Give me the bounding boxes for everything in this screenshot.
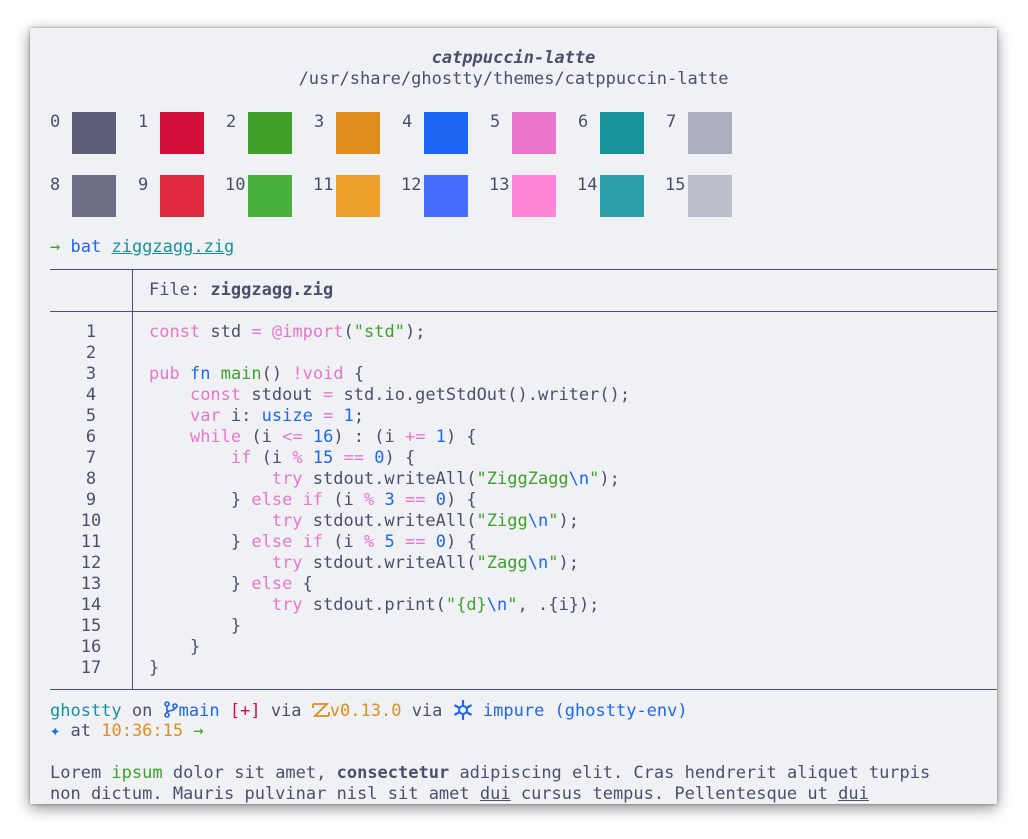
line-number: 9 <box>85 490 97 510</box>
palette-swatch-11 <box>336 175 380 217</box>
theme-path: /usr/share/ghostty/themes/catppuccin-lat… <box>298 69 729 89</box>
palette-index-6: 6 <box>578 112 589 132</box>
palette-index-11: 11 <box>313 175 334 195</box>
palette-index-12: 12 <box>401 175 422 195</box>
theme-name: catppuccin-latte <box>431 48 596 68</box>
palette-swatch-6 <box>600 112 644 154</box>
palette-swatch-13 <box>512 175 556 217</box>
command-file-arg[interactable]: ziggzagg.zig <box>111 237 235 257</box>
code-line: } else if (i % 5 == 0) { <box>149 532 477 552</box>
zig-icon <box>311 703 330 717</box>
line-number: 11 <box>80 532 102 552</box>
line-number: 12 <box>80 553 102 573</box>
code-line: const stdout = std.io.getStdOut().writer… <box>189 385 631 405</box>
palette-swatch-0 <box>72 112 116 154</box>
code-line: try stdout.writeAll("ZiggZagg\n"); <box>271 469 620 489</box>
line-number: 13 <box>80 574 102 594</box>
palette-swatch-15 <box>688 175 732 217</box>
palette-swatch-2 <box>248 112 292 154</box>
line-number: 15 <box>80 616 102 636</box>
palette-swatch-14 <box>600 175 644 217</box>
palette-index-10: 10 <box>225 175 246 195</box>
shell-prompt-time: ✦ at 10:36:15 → <box>50 721 204 741</box>
palette-index-3: 3 <box>314 112 325 132</box>
line-number: 17 <box>80 658 102 678</box>
palette-swatch-10 <box>248 175 292 217</box>
line-number: 7 <box>85 448 97 468</box>
palette-swatch-3 <box>336 112 380 154</box>
line-number: 8 <box>85 469 97 489</box>
prompt-time: 10:36:15 <box>101 721 184 741</box>
bat-top-rule <box>50 269 997 270</box>
palette-index-8: 8 <box>50 175 61 195</box>
line-number: 4 <box>85 385 97 405</box>
prompt-arrow-icon: → <box>50 237 61 257</box>
palette-swatch-7 <box>688 112 732 154</box>
palette-index-9: 9 <box>138 175 149 195</box>
code-line: const std = @import("std"); <box>149 322 426 342</box>
palette-swatch-1 <box>160 112 204 154</box>
code-line: try stdout.writeAll("Zigg\n"); <box>271 511 579 531</box>
star-icon: ✦ <box>50 721 61 741</box>
code-line: pub fn main() !void { <box>149 364 365 384</box>
code-line: } <box>149 637 201 657</box>
line-number: 16 <box>80 637 102 657</box>
bat-file-name: ziggzagg.zig <box>210 280 334 300</box>
palette-index-7: 7 <box>666 112 677 132</box>
nix-shell: impure (ghostty-env) <box>482 701 688 721</box>
code-line: try stdout.writeAll("Zagg\n"); <box>271 553 579 573</box>
line-number: 10 <box>80 511 102 531</box>
line-number: 6 <box>85 427 97 447</box>
branch-icon <box>163 701 178 718</box>
terminal-window[interactable]: catppuccin-latte /usr/share/ghostty/them… <box>30 28 997 804</box>
bat-header-rule <box>50 311 997 312</box>
palette-index-2: 2 <box>226 112 237 132</box>
palette-index-13: 13 <box>489 175 510 195</box>
code-line: var i: usize = 1; <box>189 406 365 426</box>
line-number: 2 <box>85 343 97 363</box>
palette-swatch-12 <box>424 175 468 217</box>
code-line: } <box>149 658 160 678</box>
palette-index-1: 1 <box>138 112 149 132</box>
palette-swatch-5 <box>512 112 556 154</box>
git-changes: [+] <box>229 701 261 721</box>
prompt-dir: ghostty <box>50 701 122 721</box>
bat-file-header: File: ziggzagg.zig <box>149 280 334 300</box>
git-branch: main <box>178 701 220 721</box>
code-line: } else { <box>149 574 313 594</box>
palette-index-4: 4 <box>402 112 413 132</box>
code-line: while (i <= 16) : (i += 1) { <box>189 427 477 447</box>
palette-index-0: 0 <box>50 112 61 132</box>
code-line: } <box>149 616 242 636</box>
line-number: 3 <box>85 364 97 384</box>
lorem-line-1: Lorem ipsum dolor sit amet, consectetur … <box>50 763 931 783</box>
palette-swatch-8 <box>72 175 116 217</box>
bat-command-line: → bat ziggzagg.zig <box>50 237 234 258</box>
shell-prompt-status: ghostty on main [+] via v0.13.0 via impu… <box>50 699 688 721</box>
lorem-line-2: non dictum. Mauris pulvinar nisl sit ame… <box>50 784 869 804</box>
palette-index-15: 15 <box>665 175 686 195</box>
palette-index-5: 5 <box>490 112 501 132</box>
command-program: bat <box>70 237 102 257</box>
line-number: 1 <box>85 322 97 342</box>
code-line: try stdout.print("{d}\n", .{i}); <box>271 595 600 615</box>
code-line: } else if (i % 3 == 0) { <box>149 490 477 510</box>
bat-bottom-rule <box>50 689 997 690</box>
line-number: 14 <box>80 595 102 615</box>
bat-gutter-rule <box>132 269 133 689</box>
palette-index-14: 14 <box>577 175 598 195</box>
zig-version: v0.13.0 <box>329 701 402 721</box>
nix-snowflake-icon <box>453 699 472 721</box>
line-number: 5 <box>85 406 97 426</box>
code-line: if (i % 15 == 0) { <box>230 448 416 468</box>
palette-swatch-4 <box>424 112 468 154</box>
prompt-arrow-icon: → <box>193 721 204 741</box>
palette-swatch-9 <box>160 175 204 217</box>
